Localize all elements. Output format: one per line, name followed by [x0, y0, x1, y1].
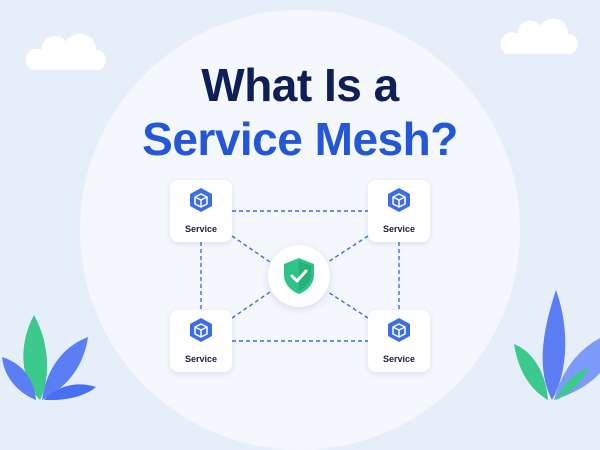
page-title-line-1: What Is a — [201, 59, 399, 111]
service-node-top-left: Service — [170, 180, 232, 242]
cube-icon — [388, 188, 410, 212]
link-hub-bottom-left — [231, 291, 271, 319]
link-hub-top-right — [327, 235, 369, 263]
plant-right-icon — [514, 290, 600, 400]
service-node-top-right: Service — [368, 180, 430, 242]
cube-icon — [190, 318, 212, 342]
mesh-connections — [200, 210, 400, 342]
page-title-line-2: Service Mesh? — [142, 113, 458, 165]
service-node-bottom-left: Service — [170, 310, 232, 372]
cloud-left-icon — [25, 33, 106, 70]
mesh-hub — [268, 245, 330, 307]
cloud-right-icon — [500, 18, 578, 55]
service-label: Service — [184, 354, 218, 364]
plant-left-icon — [2, 315, 96, 400]
service-node-bottom-right: Service — [368, 310, 430, 372]
background-circle — [80, 10, 520, 450]
service-label: Service — [382, 354, 416, 364]
service-label: Service — [184, 224, 218, 234]
link-hub-top-left — [231, 235, 271, 263]
cube-icon — [190, 188, 212, 212]
shield-check-icon — [284, 258, 314, 294]
cube-icon — [388, 318, 410, 342]
service-label: Service — [382, 224, 416, 234]
link-hub-bottom-right — [327, 291, 369, 319]
